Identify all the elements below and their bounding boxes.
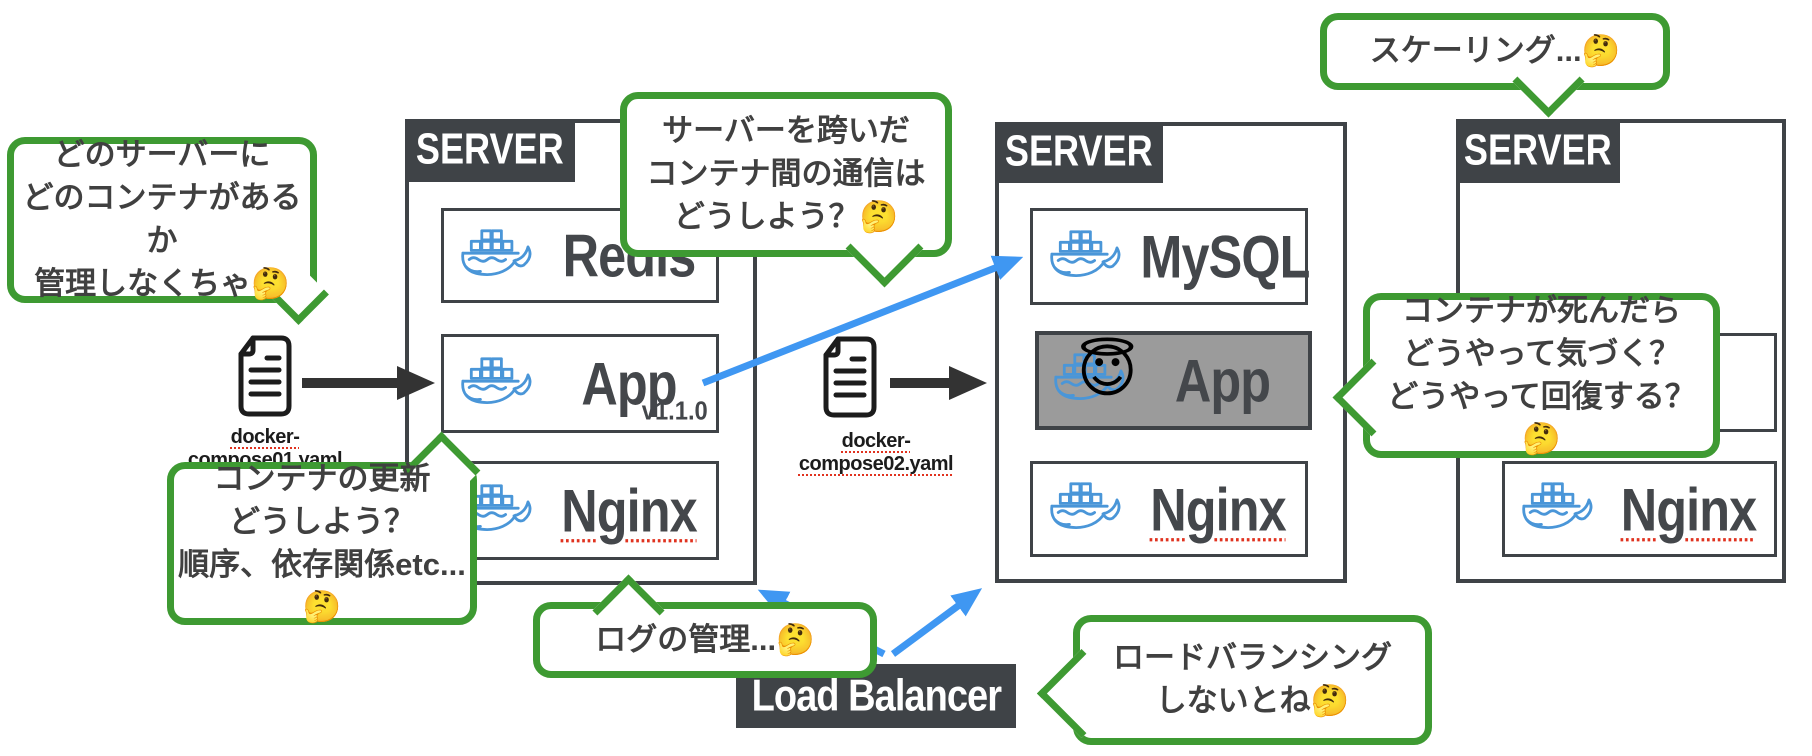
docker-whale-icon (1522, 482, 1593, 529)
container-name: App (1174, 346, 1271, 415)
speech-bubble-cross-server-comm: サーバーを跨いだ コンテナ間の通信は どうしよう？🤔 (620, 92, 952, 288)
server-2-label: SERVER (1005, 127, 1153, 177)
app-version-label: v1.1.0 (642, 396, 709, 426)
bubble-text: コンテナが死んだら どうやって気づく？ どうやって回復する？🤔 (1387, 292, 1696, 457)
compose-file-label-2: docker-compose02.yaml (798, 430, 954, 475)
server-3-header: SERVER (1456, 119, 1620, 183)
container-app-dead: 😇 App (1035, 331, 1312, 430)
docker-whale-icon (461, 228, 532, 276)
container-mysql: MySQL (1030, 208, 1310, 305)
document-icon (823, 336, 877, 418)
speech-bubble-which-server: どのサーバーに どのコンテナがあるか 管理しなくちゃ🤔 (7, 137, 329, 325)
server-3-label: SERVER (1464, 126, 1612, 175)
server-1-header: SERVER (405, 119, 575, 182)
container-nginx-3: Nginx (1502, 461, 1777, 557)
speech-bubble-scaling: スケーリング...🤔 (1320, 13, 1670, 118)
speech-bubble-log-management: ログの管理...🤔 (533, 574, 877, 678)
bubble-text: どのサーバーに どのコンテナがあるか 管理しなくちゃ🤔 (22, 137, 302, 301)
container-nginx-2: Nginx (1030, 461, 1308, 557)
container-name: App (581, 349, 677, 418)
container-name: Nginx (1150, 474, 1286, 544)
compose-file-icon-2 (818, 329, 882, 430)
server-1-label: SERVER (416, 125, 564, 175)
server-2-header: SERVER (995, 122, 1163, 183)
bubble-text: スケーリング...🤔 (1369, 33, 1621, 69)
bubble-text: コンテナの更新 どうしよう？ 順序、依存関係etc...🤔 (178, 460, 466, 625)
bubble-text: ログの管理...🤔 (595, 621, 815, 657)
container-app-v110: App v1.1.0 (441, 334, 719, 433)
docker-whale-icon (1054, 352, 1125, 400)
container-name: MySQL (1140, 222, 1310, 291)
compose-file-icon-1 (233, 328, 297, 429)
document-icon (238, 335, 292, 417)
container-nginx-1: Nginx (441, 461, 719, 560)
bubble-text: ロードバランシング しないとね🤔 (1113, 640, 1392, 718)
speech-bubble-container-death: コンテナが死んだら どうやって気づく？ どうやって回復する？🤔 (1332, 292, 1720, 458)
docker-whale-icon (461, 356, 532, 404)
speech-bubble-container-update: コンテナの更新 どうしよう？ 順序、依存関係etc...🤔 (167, 431, 481, 625)
container-name: Nginx (561, 476, 697, 545)
arrow-lb-to-server2 (890, 588, 983, 657)
halo-emoji: 😇 (1077, 338, 1138, 404)
speech-bubble-load-balancing: ロードバランシング しないとね🤔 (1036, 615, 1432, 745)
load-balancer-label: Load Balancer (751, 670, 1001, 721)
container-name: Nginx (1620, 474, 1757, 544)
bubble-text: サーバーを跨いだ コンテナ間の通信は どうしよう？🤔 (646, 113, 926, 234)
docker-whale-icon (1050, 482, 1121, 529)
docker-whale-icon (1050, 229, 1121, 277)
